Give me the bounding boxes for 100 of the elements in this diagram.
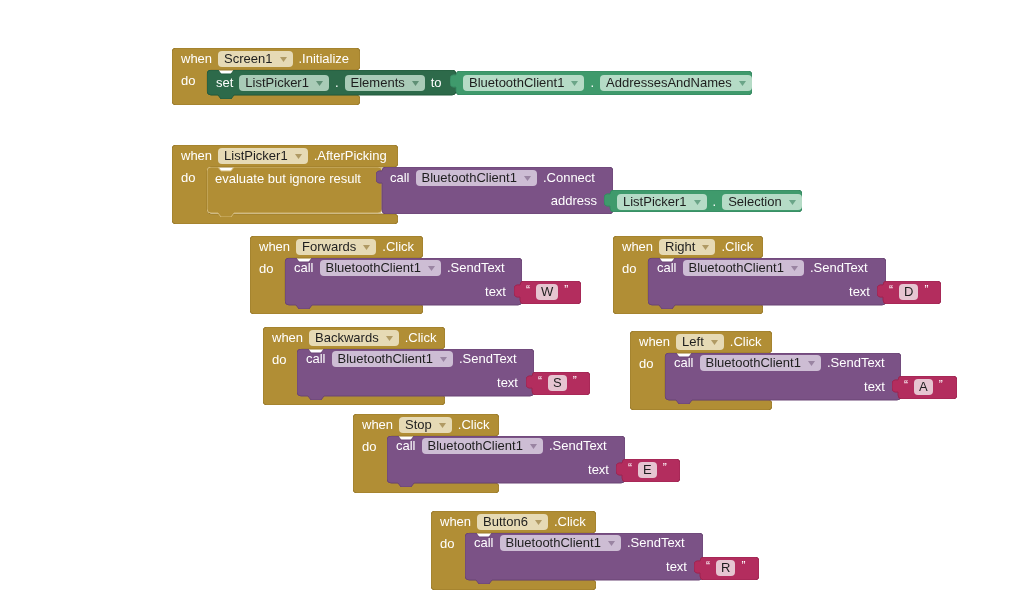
component-dropdown: Screen1 — [218, 51, 293, 67]
event-name-label: .Click — [382, 239, 415, 255]
component-dropdown: BluetoothClient1 — [682, 260, 804, 276]
keyword-label: call — [306, 351, 326, 367]
text-literal-block — [514, 281, 581, 304]
keyword-label: call — [657, 260, 677, 276]
quote-mark: “ — [706, 561, 710, 571]
component-dropdown: Right — [659, 239, 716, 255]
method-call-block — [648, 258, 886, 309]
property-dropdown: AddressesAndNames — [600, 75, 752, 91]
keyword-label: do — [181, 170, 196, 186]
keyword-label: when — [639, 334, 671, 350]
component-dropdown: BluetoothClient1 — [331, 351, 453, 367]
component-dropdown: BluetoothClient1 — [699, 355, 821, 371]
quote-mark: ” — [572, 376, 577, 386]
text-literal-block — [694, 557, 759, 580]
keyword-label: do — [440, 536, 455, 552]
keyword-label: when — [272, 330, 304, 346]
keyword-label: when — [259, 239, 291, 255]
parameter-label: address — [550, 193, 597, 209]
component-dropdown: BluetoothClient1 — [421, 438, 543, 454]
component-dropdown: Backwards — [309, 330, 399, 346]
method-name-label: .SendText — [446, 260, 505, 276]
text-value-field: D — [899, 284, 919, 300]
component-dropdown: ListPicker1 — [617, 194, 707, 210]
keyword-label: when — [440, 514, 472, 530]
quote-mark: ” — [938, 380, 943, 390]
keyword-label: call — [390, 170, 410, 186]
keyword-label: set — [216, 75, 234, 91]
keyword-label: when — [622, 239, 654, 255]
keyword-label: do — [181, 73, 196, 89]
text-value-field: R — [716, 560, 736, 576]
event-name-label: .Click — [457, 417, 490, 433]
component-dropdown: Button6 — [477, 514, 548, 530]
quote-mark: “ — [526, 285, 530, 295]
quote-mark: “ — [889, 285, 893, 295]
event-name-label: .Click — [721, 239, 754, 255]
parameter-label: text — [485, 284, 506, 300]
keyword-label: when — [362, 417, 394, 433]
component-dropdown: Stop — [399, 417, 452, 433]
event-name-label: .AfterPicking — [313, 148, 387, 164]
method-name-label: .Connect — [542, 170, 595, 186]
keyword-label: call — [474, 535, 494, 551]
keyword-label: do — [259, 261, 274, 277]
component-dropdown: BluetoothClient1 — [499, 535, 621, 551]
quote-mark: “ — [538, 376, 542, 386]
keyword-label: call — [294, 260, 314, 276]
quote-mark: ” — [741, 561, 746, 571]
event-name-label: .Click — [553, 514, 586, 530]
keyword-label: call — [674, 355, 694, 371]
method-call-block — [387, 436, 625, 487]
dot-separator: . — [590, 75, 595, 91]
quote-mark: “ — [904, 380, 908, 390]
quote-mark: ” — [564, 285, 569, 295]
method-name-label: .SendText — [626, 535, 685, 551]
dot-separator: . — [334, 75, 339, 91]
getter-block — [450, 71, 752, 95]
method-name-label: .SendText — [548, 438, 607, 454]
event-name-label: .Initialize — [298, 51, 350, 67]
method-name-label: .SendText — [809, 260, 868, 276]
quote-mark: ” — [924, 285, 929, 295]
property-dropdown: Elements — [344, 75, 425, 91]
text-value-field: S — [548, 375, 567, 391]
text-value-field: E — [638, 462, 657, 478]
parameter-label: text — [666, 559, 687, 575]
quote-mark: ” — [662, 463, 667, 473]
text-literal-block — [616, 459, 680, 482]
method-call-block — [465, 533, 703, 584]
quote-mark: “ — [628, 463, 632, 473]
component-dropdown: BluetoothClient1 — [463, 75, 585, 91]
parameter-label: text — [588, 462, 609, 478]
keyword-label: call — [396, 438, 416, 454]
method-call-block — [665, 353, 901, 404]
method-call-block — [376, 167, 613, 214]
method-name-label: .SendText — [826, 355, 885, 371]
property-dropdown: Selection — [722, 194, 802, 210]
parameter-label: text — [497, 375, 518, 391]
text-literal-block — [877, 281, 941, 304]
setter-block — [207, 70, 456, 99]
event-name-label: .Click — [729, 334, 762, 350]
dot-separator: . — [712, 194, 717, 210]
getter-block — [604, 190, 802, 212]
method-call-block — [297, 349, 534, 400]
keyword-label: do — [362, 439, 377, 455]
block-label: evaluate but ignore result — [215, 171, 361, 187]
text-literal-block — [892, 376, 957, 399]
evaluate-block — [207, 167, 382, 217]
text-value-field: A — [914, 379, 933, 395]
keyword-label: when — [181, 51, 213, 67]
component-dropdown: ListPicker1 — [239, 75, 329, 91]
component-dropdown: BluetoothClient1 — [319, 260, 441, 276]
keyword-label: do — [272, 352, 287, 368]
keyword-label: when — [181, 148, 213, 164]
component-dropdown: Left — [676, 334, 724, 350]
keyword-label: to — [430, 75, 442, 91]
component-dropdown: ListPicker1 — [218, 148, 308, 164]
keyword-label: do — [639, 356, 654, 372]
method-call-block — [285, 258, 522, 309]
component-dropdown: Forwards — [296, 239, 377, 255]
text-literal-block — [526, 372, 590, 395]
